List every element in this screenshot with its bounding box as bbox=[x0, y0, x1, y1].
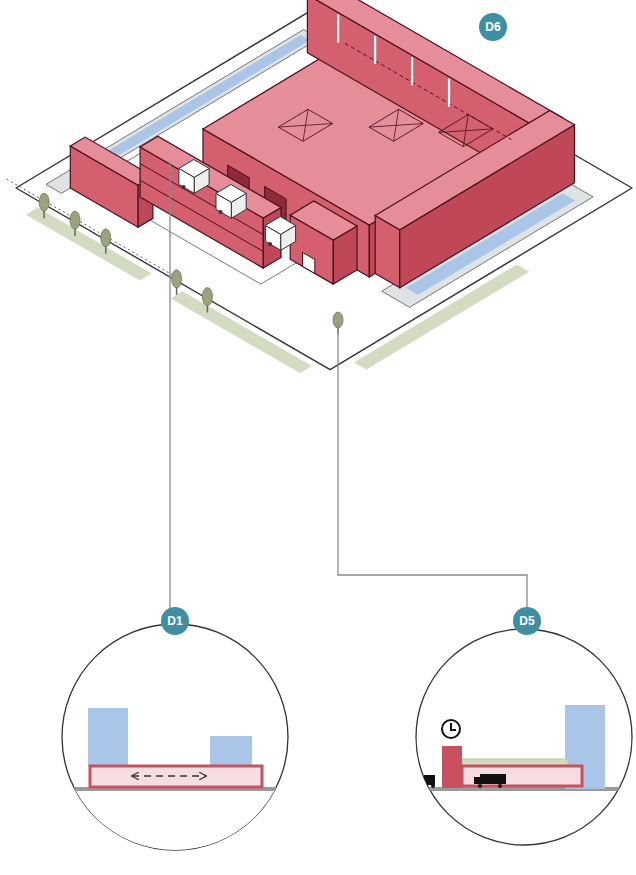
inset-d5 bbox=[410, 629, 636, 845]
callout-badge: D1 bbox=[161, 607, 189, 635]
floor-line bbox=[140, 180, 263, 251]
tree bbox=[101, 229, 111, 247]
callout-number: D6 bbox=[485, 21, 500, 33]
door bbox=[303, 252, 315, 273]
rear-wing-roof bbox=[307, 0, 562, 130]
callout-badge: D5 bbox=[513, 607, 541, 635]
leader-line bbox=[169, 162, 170, 608]
roof-line bbox=[345, 43, 511, 139]
skylight bbox=[303, 109, 308, 141]
callout-number: D1 bbox=[167, 615, 182, 627]
tree bbox=[202, 288, 212, 306]
leader-line bbox=[338, 322, 527, 607]
truck bbox=[216, 185, 246, 203]
callout-badge: D6 bbox=[479, 13, 507, 41]
truck bbox=[219, 210, 223, 214]
tree bbox=[39, 193, 49, 211]
column bbox=[411, 57, 413, 85]
truck bbox=[268, 242, 272, 246]
inset-d1 bbox=[60, 624, 300, 859]
site-drawing bbox=[7, 0, 632, 373]
tree bbox=[70, 211, 80, 229]
callout-number: D5 bbox=[519, 615, 534, 627]
skylight bbox=[394, 109, 399, 141]
column bbox=[448, 79, 450, 107]
truck bbox=[179, 160, 209, 178]
skylight bbox=[369, 109, 423, 141]
skylight bbox=[463, 115, 468, 147]
skylight bbox=[278, 109, 332, 141]
column bbox=[337, 15, 339, 43]
office-block-roof bbox=[140, 136, 281, 218]
tree bbox=[172, 270, 182, 288]
floor-line bbox=[140, 164, 263, 235]
truck bbox=[182, 185, 186, 189]
entrance-block-roof bbox=[290, 201, 357, 240]
green-verge bbox=[171, 291, 312, 373]
office-block-wall bbox=[140, 147, 263, 268]
front-wing-roof bbox=[375, 110, 574, 229]
skylight bbox=[439, 115, 493, 147]
truck bbox=[265, 217, 295, 235]
column bbox=[374, 36, 376, 64]
